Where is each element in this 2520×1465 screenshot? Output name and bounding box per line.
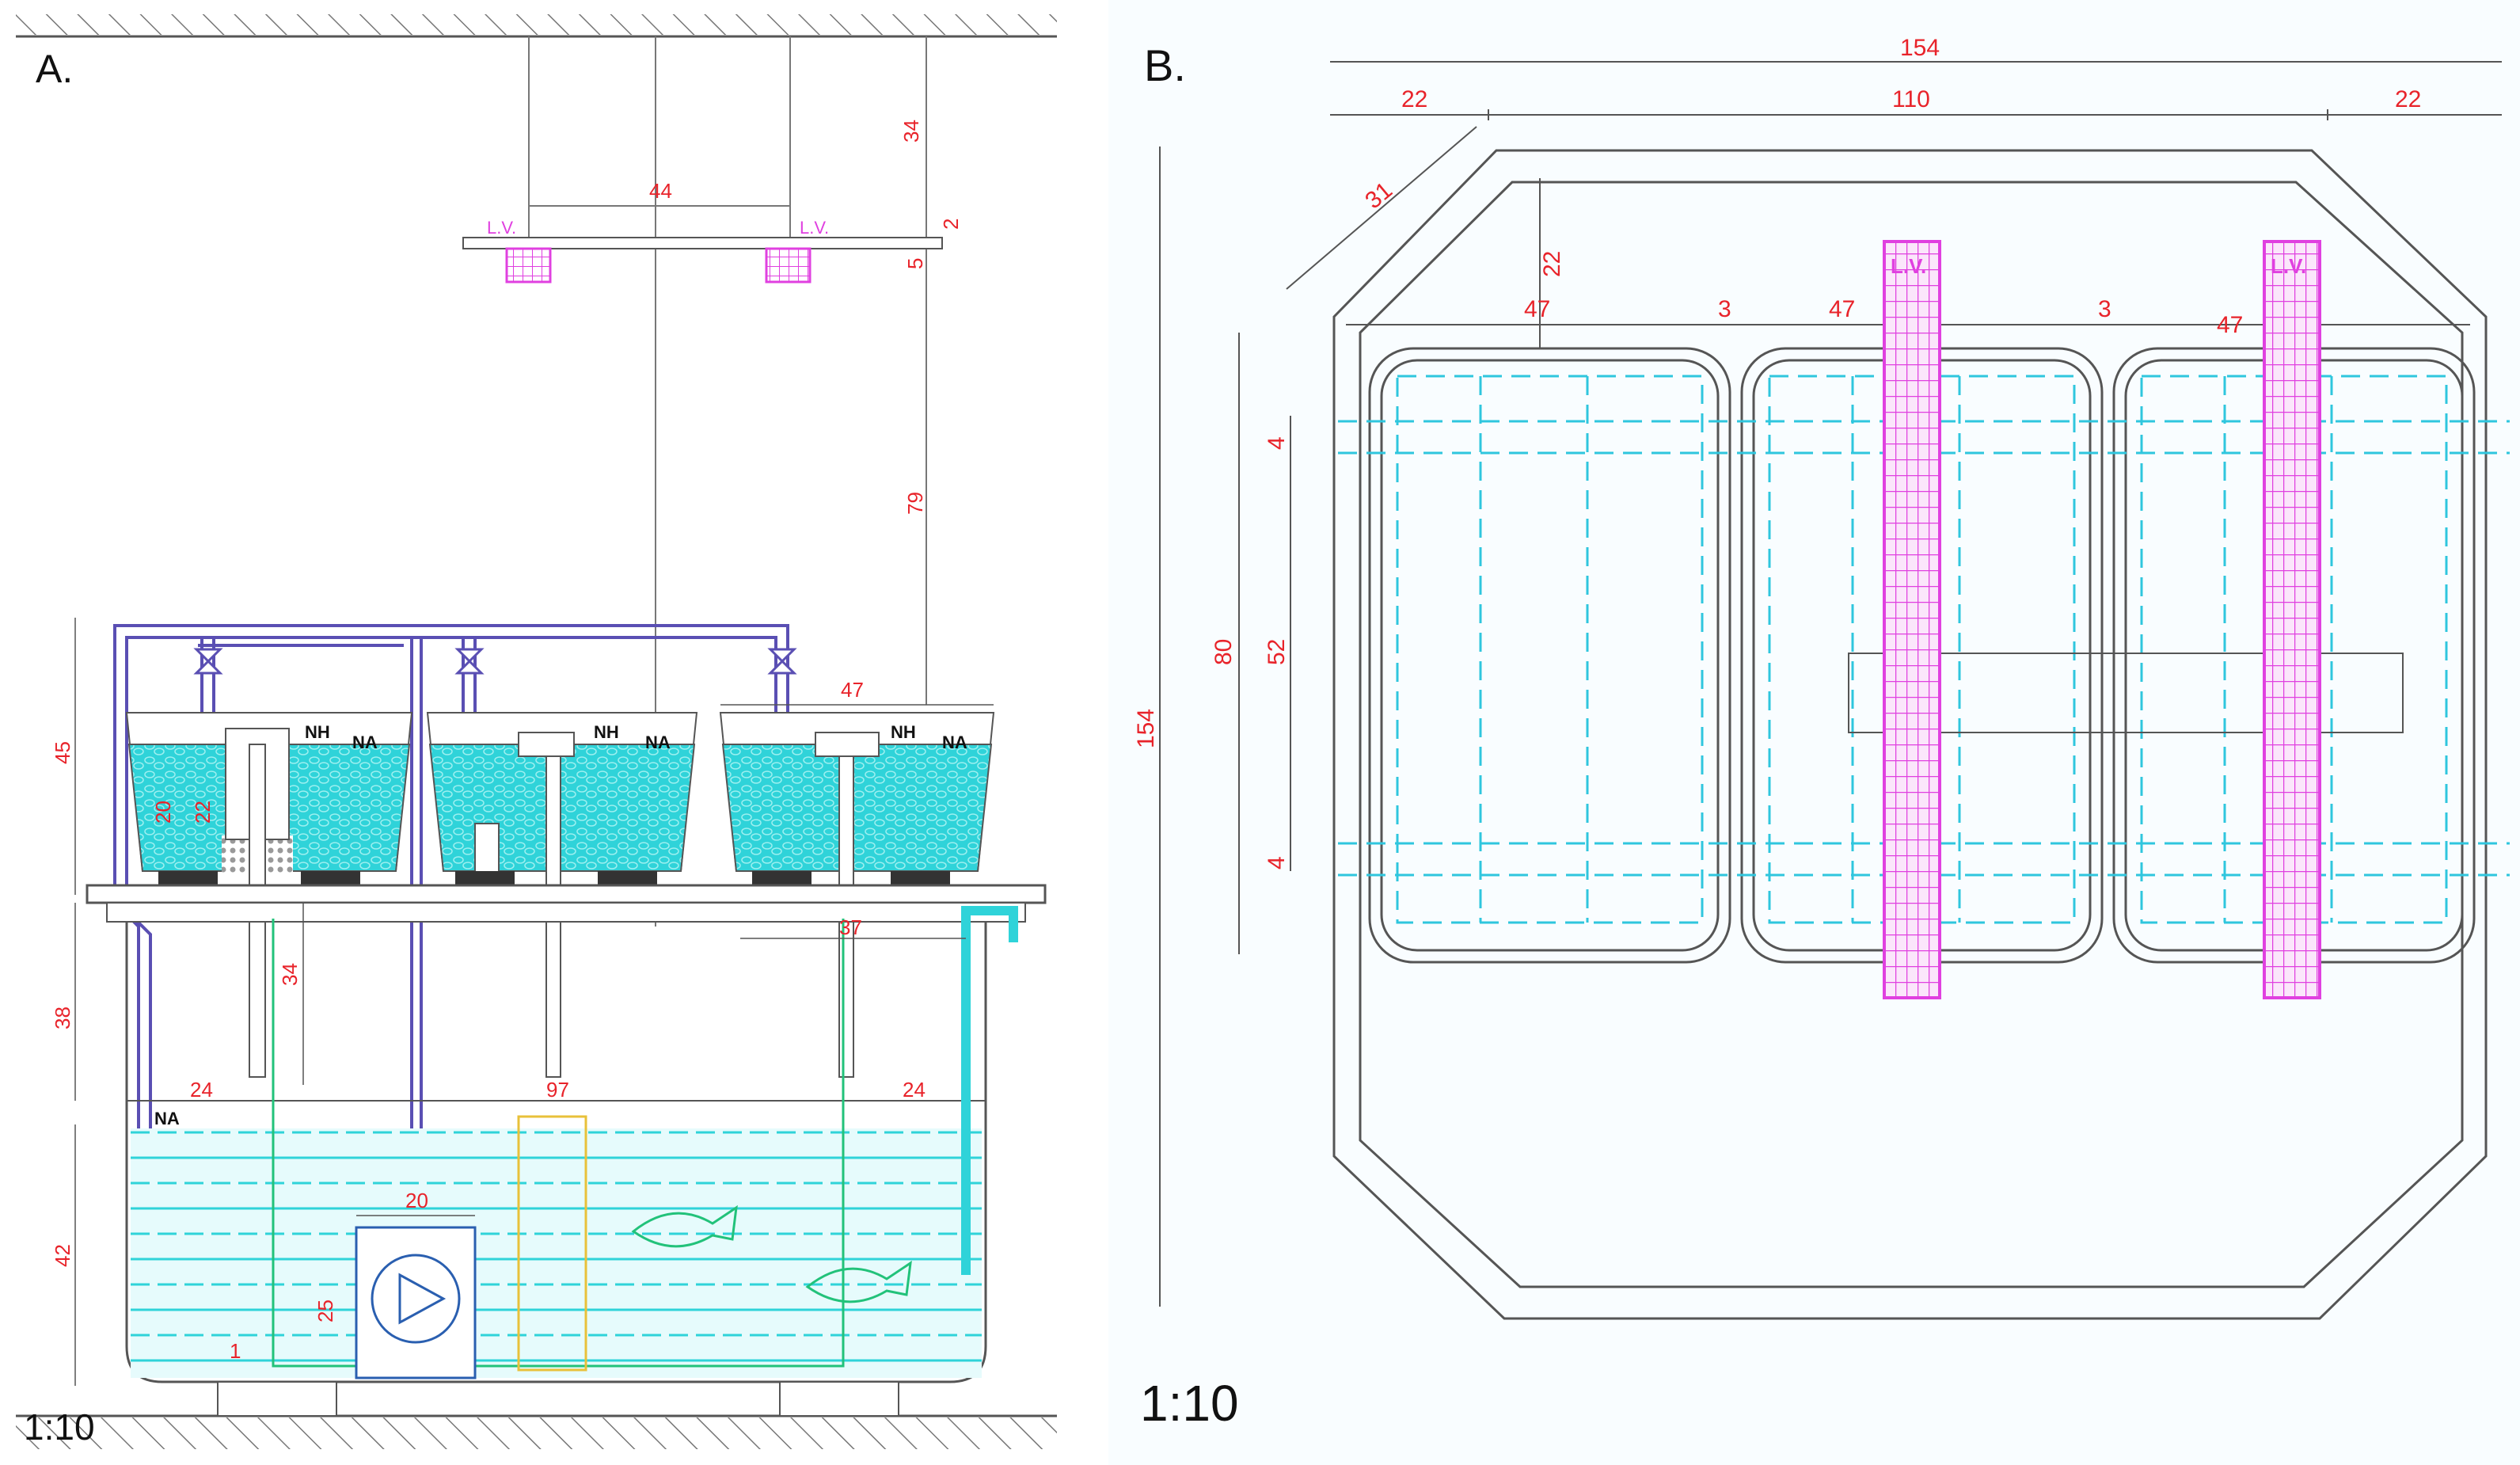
note-na-1: NA: [352, 732, 378, 752]
channel: [1848, 653, 2404, 733]
dim-3-a: 3: [1718, 296, 1731, 322]
note-na-2: NA: [645, 732, 671, 752]
dim-1: 1: [230, 1339, 241, 1363]
dim-45: 45: [51, 741, 74, 764]
note-nh-2: NH: [594, 722, 619, 742]
dim-22: 22: [191, 801, 215, 824]
dim-97: 97: [546, 1078, 569, 1102]
dim-47: 47: [841, 678, 864, 702]
panel-a-label: A.: [36, 47, 74, 91]
dim-44: 44: [649, 179, 672, 203]
dim-34: 34: [899, 120, 923, 143]
ceiling-hatch: [16, 14, 1057, 35]
dim-5: 5: [903, 258, 927, 269]
dim-4-bottom: 4: [1264, 856, 1290, 869]
panel-a-side-view: 34 44 2 5 79 45 38 42 47 20 22 34 24 97 …: [0, 0, 1061, 1465]
dim-52: 52: [1264, 639, 1290, 665]
lamp-bar-2: [2263, 240, 2321, 999]
lamp-label-1: L.V.: [1891, 254, 1926, 278]
return-pipe: [961, 906, 1018, 1275]
dim-47-a: 47: [1524, 296, 1550, 322]
housing-inner: [1359, 181, 2464, 1288]
dim-2: 2: [939, 219, 963, 230]
note-na-sump: NA: [154, 1109, 180, 1128]
lamp-label-2: L.V.: [2271, 254, 2306, 278]
note-na-3: NA: [942, 732, 967, 752]
floor-hatch: [16, 1417, 1057, 1449]
note-nh-1: NH: [305, 722, 330, 742]
dim-79: 79: [903, 492, 927, 515]
note-nh-3: NH: [891, 722, 916, 742]
dim-22-right: 22: [2395, 86, 2421, 112]
dim-20-pump: 20: [405, 1189, 428, 1212]
dim-24-left: 24: [190, 1078, 213, 1102]
pump-icon: [371, 1254, 461, 1344]
dim-37: 37: [839, 915, 862, 939]
fish-icons: [631, 1204, 912, 1303]
dim-25: 25: [314, 1299, 337, 1322]
lamp-bar-1: [1883, 240, 1941, 999]
lamp-label-left: L.V.: [487, 218, 516, 238]
biofilter: [517, 1115, 587, 1372]
panel-b-top-view: 154 22 110 22 31 22 47 3 47 3 47 154 80 …: [1108, 0, 2520, 1465]
dim-110: 110: [1892, 86, 1930, 112]
dim-38: 38: [51, 1006, 74, 1029]
pump-box: [355, 1226, 477, 1379]
dim-24-right: 24: [903, 1078, 926, 1102]
dim-22-left: 22: [1401, 86, 1427, 112]
dim-34-standpipe: 34: [278, 963, 302, 986]
lamp-bar: [462, 237, 943, 249]
dim-47-b: 47: [1829, 296, 1855, 322]
top-view-drawing: 154 22 110 22 31 22 47 3 47 3 47 154 80 …: [1133, 35, 2510, 1320]
dim-4-top: 4: [1264, 436, 1290, 450]
dim-154-top: 154: [1900, 35, 1940, 61]
lamp-left: [505, 247, 552, 283]
sump-tank: [125, 922, 987, 1383]
dim-154-left: 154: [1133, 709, 1159, 748]
panel-b-scale: 1:10: [1140, 1375, 1239, 1432]
dim-20: 20: [151, 801, 175, 824]
shelf: [86, 884, 1047, 904]
lamp-label-right: L.V.: [800, 218, 829, 238]
dim-80: 80: [1211, 639, 1237, 665]
valves: [193, 648, 797, 675]
side-view-drawing: 34 44 2 5 79 45 38 42 47 20 22 34 24 97 …: [16, 14, 1057, 1449]
sump-water: [131, 1128, 982, 1378]
panel-b-label: B.: [1144, 40, 1186, 90]
lamp-right: [765, 247, 811, 283]
dim-42: 42: [51, 1244, 74, 1267]
dim-22-top: 22: [1539, 251, 1565, 277]
dim-3-b: 3: [2098, 296, 2111, 322]
dim-31: 31: [1360, 177, 1397, 215]
panel-a-scale: 1:10: [24, 1406, 95, 1448]
housing-outer: [1332, 149, 2488, 1320]
dim-47-c: 47: [2217, 312, 2243, 338]
